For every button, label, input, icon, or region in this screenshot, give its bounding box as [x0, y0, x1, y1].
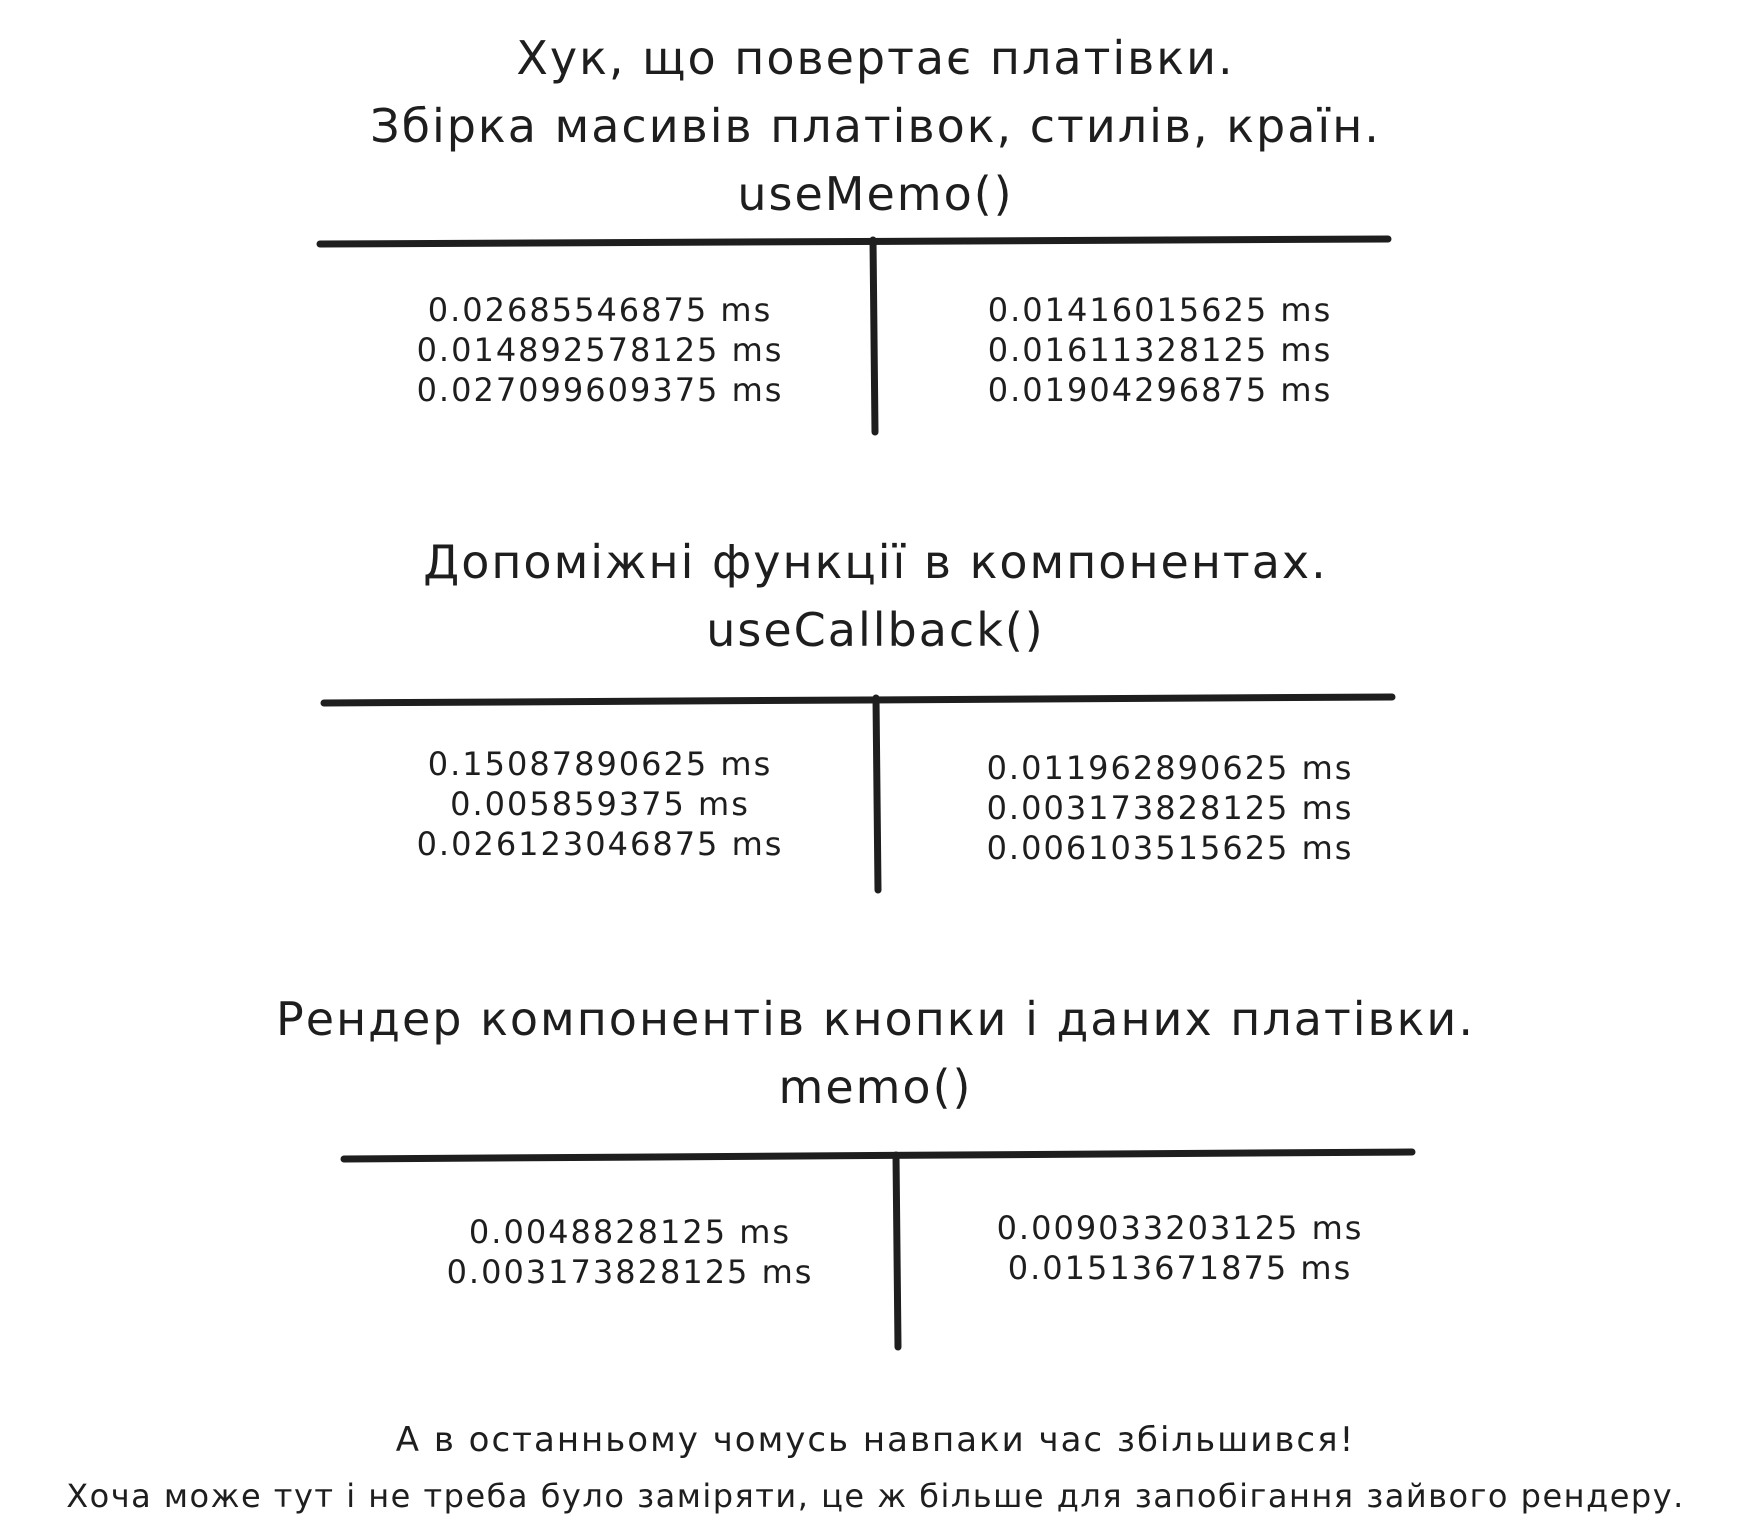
section-1-heading-line-1: Хук, що повертає платівки. [516, 31, 1235, 85]
value-entry: 0.01904296875 ms [987, 371, 1333, 409]
section-2-vertical-divider [872, 694, 882, 894]
section-2-after-values: 0.011962890625 ms 0.003173828125 ms 0.00… [950, 748, 1390, 868]
section-1-t-chart [316, 235, 1392, 436]
value-entry: 0.014892578125 ms [416, 331, 784, 369]
section-1-vertical-divider [869, 236, 879, 436]
section-2-heading: Допоміжні функції в компонентах. useCall… [0, 528, 1751, 664]
value-entry: 0.01611328125 ms [987, 331, 1333, 369]
section-3-before-values: 0.0048828125 ms 0.003173828125 ms [370, 1212, 890, 1292]
value-entry: 0.009033203125 ms [996, 1209, 1364, 1247]
value-entry: 0.011962890625 ms [986, 749, 1354, 787]
value-entry: 0.15087890625 ms [427, 745, 773, 783]
footer-note-line-1: А в останньому чомусь навпаки час збільш… [395, 1420, 1356, 1460]
value-entry: 0.005859375 ms [450, 785, 750, 823]
value-entry: 0.026123046875 ms [416, 825, 784, 863]
section-3-after-values: 0.009033203125 ms 0.01513671875 ms [960, 1208, 1400, 1288]
value-entry: 0.01513671875 ms [1007, 1249, 1353, 1287]
section-3-heading-line-1: Рендер компонентів кнопки і даних платів… [276, 992, 1475, 1046]
section-2-before-values: 0.15087890625 ms 0.005859375 ms 0.026123… [340, 744, 860, 864]
section-1-hook-name: useMemo() [737, 167, 1014, 221]
section-1-after-values: 0.01416015625 ms 0.01611328125 ms 0.0190… [950, 290, 1370, 410]
section-2-t-chart [320, 693, 1396, 894]
section-2-horizontal-divider [320, 693, 1396, 707]
section-3-vertical-divider [892, 1151, 902, 1351]
section-1-horizontal-divider [316, 235, 1392, 248]
section-2-hook-name: useCallback() [706, 603, 1045, 657]
value-entry: 0.02685546875 ms [427, 291, 773, 329]
section-1-heading-line-2: Збірка масивів платівок, стилів, країн. [370, 99, 1381, 153]
value-entry: 0.01416015625 ms [987, 291, 1333, 329]
value-entry: 0.003173828125 ms [446, 1253, 814, 1291]
footer-note-line-2: Хоча може тут і не треба було заміряти, … [66, 1477, 1685, 1515]
value-entry: 0.003173828125 ms [986, 789, 1354, 827]
value-entry: 0.006103515625 ms [986, 829, 1354, 867]
section-3-t-chart [340, 1148, 1416, 1351]
section-3-horizontal-divider [340, 1148, 1416, 1163]
section-1-before-values: 0.02685546875 ms 0.014892578125 ms 0.027… [340, 290, 860, 410]
value-entry: 0.0048828125 ms [468, 1213, 792, 1251]
footer-note: А в останньому чомусь навпаки час збільш… [0, 1412, 1751, 1524]
section-1-heading: Хук, що повертає платівки. Збірка масиві… [0, 24, 1751, 228]
section-3-heading: Рендер компонентів кнопки і даних платів… [0, 985, 1751, 1121]
section-3-hook-name: memo() [778, 1060, 973, 1114]
value-entry: 0.027099609375 ms [416, 371, 784, 409]
section-2-heading-line-1: Допоміжні функції в компонентах. [423, 535, 1328, 589]
